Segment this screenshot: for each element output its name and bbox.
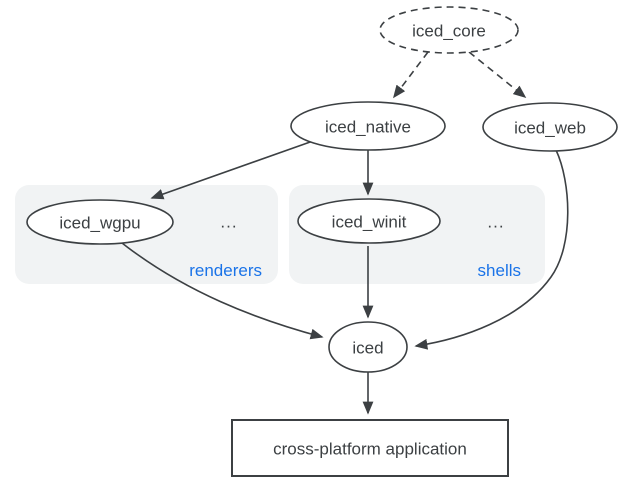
- iced_winit-ellipse: [297, 198, 441, 244]
- edge-iced_wgpu-iced: [121, 242, 324, 340]
- iced_core-label: iced_core: [412, 22, 486, 41]
- iced-ellipse: [328, 321, 408, 373]
- iced_native-ellipse: [290, 101, 446, 151]
- renderers-ellipsis: ...: [220, 213, 237, 232]
- node-iced_web: iced_web: [482, 102, 618, 152]
- iced_core-ellipse: [379, 6, 519, 54]
- renderers-group-label: renderers: [189, 261, 262, 280]
- shells-ellipsis: ...: [487, 213, 504, 232]
- edge-iced_core-iced_native: [393, 51, 429, 99]
- node-iced_native: iced_native: [290, 101, 446, 151]
- node-iced_winit: iced_winit: [297, 198, 441, 244]
- node-iced: iced: [328, 321, 408, 373]
- app-label: cross-platform application: [273, 440, 467, 459]
- edge-iced_web-iced: [414, 149, 569, 350]
- iced-label: iced: [352, 339, 383, 358]
- iced_wgpu-label: iced_wgpu: [59, 214, 140, 233]
- shells-group-label: shells: [478, 261, 521, 280]
- node-iced_wgpu: iced_wgpu: [26, 199, 174, 245]
- app-rect: [231, 419, 509, 477]
- iced_web-label: iced_web: [514, 119, 586, 138]
- node-app: cross-platform application: [231, 419, 509, 477]
- iced_wgpu-ellipse: [26, 199, 174, 245]
- iced_winit-label: iced_winit: [332, 213, 407, 232]
- node-iced_core: iced_core: [379, 6, 519, 54]
- iced_web-ellipse: [482, 102, 618, 152]
- iced_native-label: iced_native: [325, 118, 411, 137]
- edge-iced_core-iced_web: [468, 51, 527, 99]
- edge-iced_native-iced_wgpu: [150, 140, 314, 200]
